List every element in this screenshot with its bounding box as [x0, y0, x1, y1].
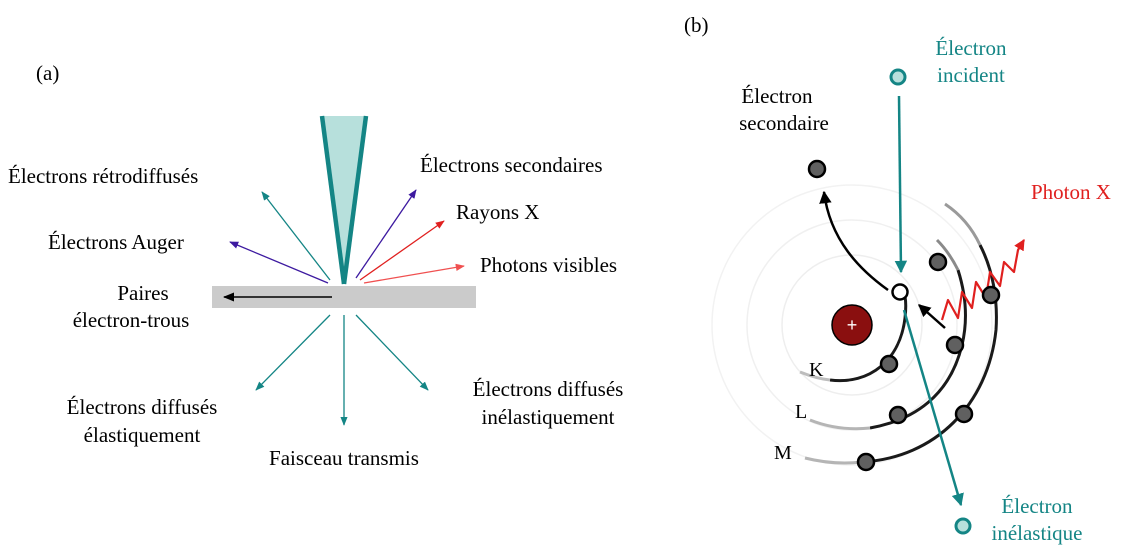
panel-a-tag: (a) — [36, 61, 59, 85]
beam-edge-left — [319, 115, 347, 285]
elastic-arrow — [255, 314, 331, 391]
xrays-arrow — [359, 220, 445, 281]
label-transmitted: Faisceau transmis — [269, 446, 419, 470]
secondary-electron — [807, 159, 827, 179]
shell-electrons — [856, 252, 1001, 472]
specimen-slab — [212, 286, 476, 308]
electron-l-2 — [928, 252, 948, 272]
label-inelastic-1: Électron — [1001, 494, 1073, 518]
electron-m-1 — [981, 285, 1001, 305]
label-elastic-1: Électrons diffusés — [67, 395, 218, 419]
shell-label-k: K — [809, 359, 824, 381]
label-xrays: Rayons X — [456, 200, 539, 224]
visible-photons-arrow — [363, 263, 465, 284]
incident-path — [894, 95, 908, 274]
inelastic-electron — [954, 517, 972, 535]
panel-a: (a) Électrons rétrodiffusés Électrons Au… — [8, 61, 623, 470]
label-secondary-1: Électron — [741, 84, 813, 108]
vacancy — [891, 283, 909, 301]
inelastic-arrow — [355, 314, 429, 391]
shell-label-m: M — [774, 442, 792, 464]
electron-m-3 — [856, 452, 876, 472]
electron-l-3 — [888, 405, 908, 425]
label-incident-2: incident — [937, 63, 1005, 87]
label-visible: Photons visibles — [480, 253, 617, 277]
nucleus-sign: + — [847, 315, 858, 335]
label-pairs-1: Paires — [117, 281, 168, 305]
panel-b: (b) K L M + Électron i — [684, 13, 1111, 545]
electron-k-1 — [879, 354, 899, 374]
secondary-ejection-arrow — [819, 190, 889, 292]
inelastic-path — [902, 309, 964, 507]
label-secondary: Électrons secondaires — [420, 153, 603, 177]
electron-m-2 — [954, 404, 974, 424]
incident-electron — [889, 68, 907, 86]
label-inelastic-1: Électrons diffusés — [473, 377, 624, 401]
nucleus — [831, 304, 873, 346]
label-inelastic-2: inélastique — [992, 521, 1083, 545]
label-inelastic-2: inélastiquement — [482, 405, 615, 429]
label-secondary-2: secondaire — [739, 111, 829, 135]
secondary-arrow — [355, 189, 417, 279]
label-pairs-2: électron-trous — [73, 308, 190, 332]
label-photon-x: Photon X — [1031, 180, 1111, 204]
shell-label-l: L — [795, 401, 807, 423]
backscattered-arrow — [261, 191, 331, 281]
label-elastic-2: élastiquement — [84, 423, 201, 447]
auger-arrow — [229, 241, 329, 284]
label-backscattered: Électrons rétrodiffusés — [8, 164, 198, 188]
transition-arrow — [918, 304, 946, 329]
panel-b-tag: (b) — [684, 13, 709, 37]
electron-l-1 — [945, 335, 965, 355]
shell-m — [861, 244, 998, 464]
beam-edge-right — [341, 115, 369, 285]
label-incident-1: Électron — [935, 36, 1007, 60]
label-auger: Électrons Auger — [48, 230, 184, 254]
electron-beam — [322, 116, 366, 284]
